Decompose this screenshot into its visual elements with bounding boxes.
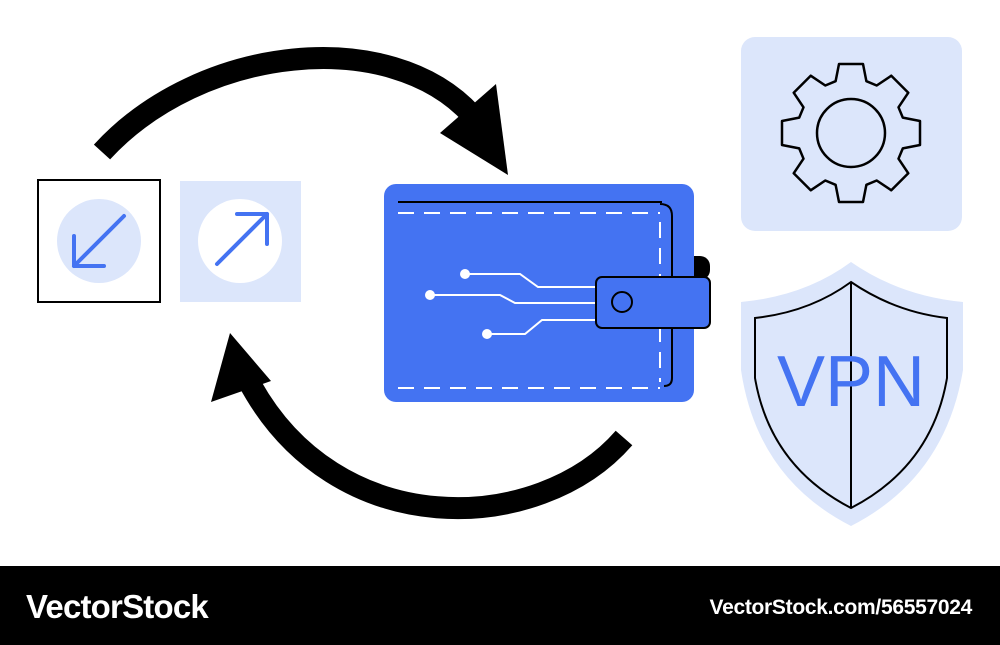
bottom-curved-arrow-icon [211, 333, 633, 519]
outgoing-transfer-icon [180, 181, 301, 302]
circuit-lines-icon [425, 269, 600, 339]
vpn-label: VPN [777, 342, 925, 422]
gear-icon [780, 62, 922, 204]
arrow-down-left-icon [72, 214, 126, 268]
footer-bar: VectorStock VectorStock.com/56557024 [0, 566, 1000, 645]
settings-card [741, 37, 962, 231]
incoming-transfer-icon [37, 179, 161, 303]
digital-wallet-icon [384, 184, 711, 402]
brand-logo: VectorStock [26, 588, 209, 625]
arrow-up-right-icon [215, 212, 269, 266]
illustration: VPN [37, 37, 963, 526]
top-curved-arrow-icon [93, 47, 508, 175]
vpn-shield-icon: VPN [741, 262, 963, 526]
image-reference: VectorStock.com/56557024 [709, 596, 973, 619]
wallet-clasp-icon [595, 276, 711, 329]
